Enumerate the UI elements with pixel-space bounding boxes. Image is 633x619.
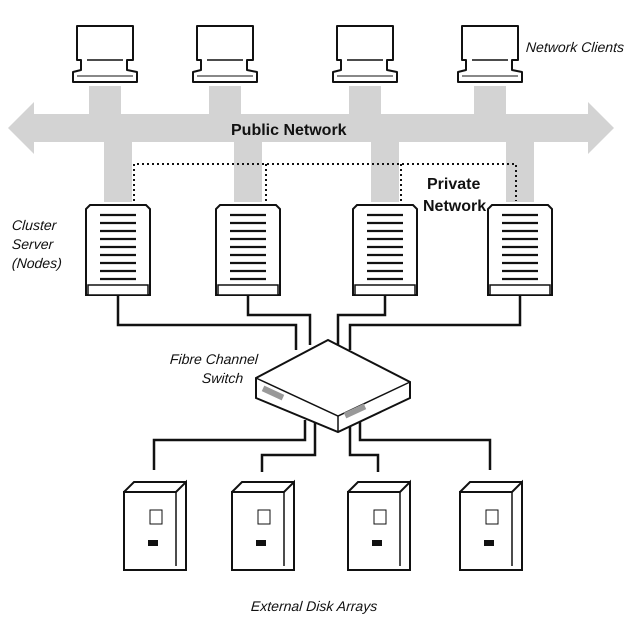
- server-stub-3: [371, 138, 399, 202]
- disk-array-icon-4: [459, 481, 523, 571]
- private-network-label-2: Network: [423, 198, 487, 215]
- disk-arrays-label: External Disk Arrays: [250, 598, 378, 614]
- disk-2-panel: [257, 509, 271, 525]
- switch-port-panel: [261, 385, 285, 401]
- fibre-channel-label-2: Switch: [201, 370, 244, 386]
- disk-4-panel: [485, 509, 499, 525]
- public-network-bus: [8, 86, 614, 202]
- cluster-label-3: (Nodes): [11, 255, 63, 271]
- server-tower-icon-4: [487, 204, 553, 296]
- fibre-link-7: [348, 412, 380, 472]
- fibre-channel-links: [116, 295, 522, 472]
- disk-2-slot: [256, 540, 266, 546]
- disk-array-icon-1: [123, 481, 187, 571]
- fibre-link-6: [260, 422, 317, 472]
- fibre-link-1: [116, 295, 298, 350]
- switch-body: [255, 338, 411, 434]
- network-clients-label: Network Clients: [525, 39, 625, 55]
- disk-3-slot: [372, 540, 382, 546]
- fibre-link-8: [358, 408, 492, 470]
- disk-arrays-group: [123, 481, 523, 571]
- public-network-bar: [8, 102, 614, 154]
- fibre-link-4: [348, 295, 522, 350]
- private-network-line: [133, 163, 517, 201]
- client-stub-4: [474, 86, 506, 116]
- fibre-link-3: [336, 295, 387, 345]
- client-computer-icon-3: [332, 25, 398, 83]
- public-network-label: Public Network: [231, 122, 347, 139]
- network-clients-group: [72, 25, 523, 83]
- cluster-label-1: Cluster: [11, 217, 57, 233]
- private-network-label-1: Private: [427, 176, 481, 193]
- disk-4-slot: [484, 540, 494, 546]
- server-stub-1: [104, 138, 132, 202]
- client-stub-1: [89, 86, 121, 116]
- fibre-channel-label-1: Fibre Channel: [169, 351, 259, 367]
- server-stub-4: [506, 138, 534, 202]
- disk-array-icon-2: [231, 481, 295, 571]
- server-tower-icon-3: [352, 204, 418, 296]
- server-tower-icon-2: [215, 204, 281, 296]
- client-computer-icon-1: [72, 25, 138, 83]
- client-computer-icon-4: [457, 25, 523, 83]
- fibre-channel-switch: [255, 338, 411, 434]
- client-computer-icon-2: [192, 25, 258, 83]
- disk-1-panel: [149, 509, 163, 525]
- client-stub-2: [209, 86, 241, 116]
- server-tower-icon-1: [85, 204, 151, 296]
- fibre-link-5: [152, 420, 307, 470]
- client-stub-3: [349, 86, 381, 116]
- fibre-link-2: [246, 295, 312, 345]
- disk-1-slot: [148, 540, 158, 546]
- disk-3-panel: [373, 509, 387, 525]
- cluster-servers-group: [85, 204, 553, 296]
- disk-array-icon-3: [347, 481, 411, 571]
- server-stub-2: [234, 138, 262, 202]
- cluster-label-2: Server: [11, 236, 54, 252]
- switch-status-panel: [343, 403, 367, 419]
